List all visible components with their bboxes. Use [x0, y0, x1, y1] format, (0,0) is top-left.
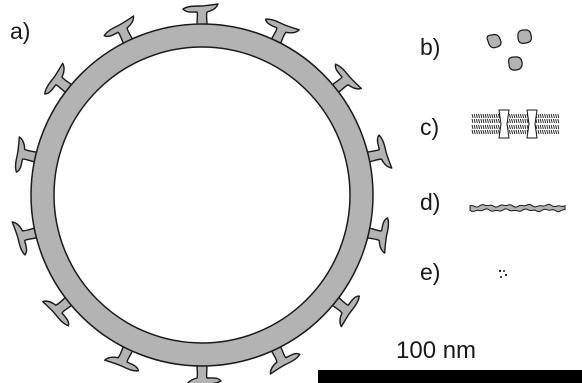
panel-d-label: d) — [420, 189, 440, 215]
globule — [507, 56, 523, 71]
surface-spikes — [10, 3, 394, 383]
particle-inner-outline — [53, 46, 351, 344]
panel-c-label: c) — [420, 114, 439, 140]
membrane-protein — [498, 109, 510, 139]
scale-bar-label: 100 nm — [396, 337, 476, 364]
filament-strand — [469, 203, 566, 213]
spike — [185, 363, 222, 383]
globule — [486, 33, 502, 49]
globule-cluster — [486, 29, 533, 71]
spike — [182, 3, 219, 27]
membrane-bilayer — [471, 109, 560, 139]
panel-e-label: e) — [420, 259, 440, 285]
scale-bar — [318, 370, 582, 383]
particle-shell — [31, 24, 373, 366]
particle-outer-outline — [30, 23, 374, 367]
panel-a-label: a) — [10, 18, 30, 44]
globule — [517, 29, 533, 44]
membrane-protein — [526, 109, 538, 139]
panel-b-label: b) — [420, 34, 440, 60]
tiny-particle — [498, 269, 508, 278]
